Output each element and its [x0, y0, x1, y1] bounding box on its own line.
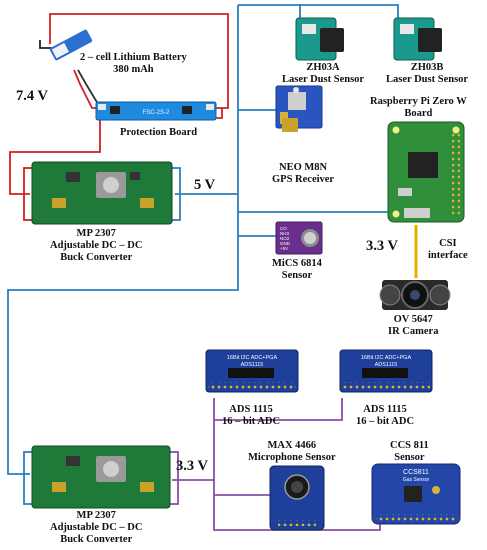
gps-module-icon [275, 85, 323, 132]
zh03b-type: Laser Dust Sensor [386, 74, 469, 85]
zh03a-model: ZH03A [306, 62, 340, 73]
mics-pin-5v: +5V [280, 246, 288, 251]
gps-label: NEO M8N GPS Receiver [272, 162, 334, 186]
red-power-wires [9, 13, 229, 195]
camera-icon [379, 280, 451, 310]
mics-model: MiCS 6814 [272, 258, 322, 269]
buck-top-model: MP 2307 [76, 228, 116, 239]
mics-pin-co: CO [280, 226, 287, 231]
battery-icon [49, 29, 93, 61]
camera-model: OV 5647 [393, 314, 433, 325]
battery-label-line1: 2 – cell Lithium Battery [80, 52, 187, 63]
mics-pin-gnd: GND [280, 241, 291, 246]
battery-lead-black [77, 69, 99, 105]
mics-pin-no2: NO2 [280, 236, 290, 241]
rail-to-zh03b-wire [300, 4, 399, 20]
zh03a-label: ZH03A Laser Dust Sensor [282, 62, 364, 86]
air-quality-sensor-icon: CCS811 Gas Sensor [371, 463, 461, 525]
mics-type: Sensor [281, 270, 313, 281]
adc2-model: ADS 1115 [363, 404, 407, 415]
gas-sensor-icon: CO NH3 NO2 GND +5V [275, 221, 323, 255]
zh03a-type: Laser Dust Sensor [282, 74, 365, 85]
adc1-label: ADS 1115 16 – bit ADC [222, 404, 280, 428]
buck-top-label: MP 2307 Adjustable DC – DC Buck Converte… [50, 228, 142, 264]
protection-board-icon: FSC-2S-2 [95, 101, 217, 121]
blue-5v-wires [7, 4, 399, 475]
zh03b-model: ZH03B [410, 62, 444, 73]
rail-3v3-csi-label: 3.3 V [366, 238, 398, 254]
protection-board-label: Protection Board [120, 127, 198, 138]
rail-5v-label: 5 V [194, 177, 216, 193]
adc2-type: 16 – bit ADC [356, 416, 415, 427]
adc2-wire [214, 398, 343, 421]
battery-label-line2: 380 mAh [113, 64, 154, 75]
adc1-chip-text-line2: ADS1115 [241, 362, 264, 368]
dust-sensor-icon [295, 17, 344, 61]
adc2-chip-text-line1: 16Bit I2C ADC+PGA [361, 355, 412, 361]
adc1-type: 16 – bit ADC [222, 416, 281, 427]
gps-type: GPS Receiver [272, 174, 335, 185]
battery-wire-left [49, 13, 229, 109]
rail-3v3-bottom-label: 3.3 V [176, 458, 208, 474]
gps-model: NEO M8N [278, 162, 328, 173]
adc-board-icon: 16Bit I2C ADC+PGA ADS1115 [205, 349, 299, 393]
rpi-model: Raspberry Pi Zero W [370, 96, 467, 107]
ccs811-model: CCS 811 [390, 440, 429, 451]
adc2-label: ADS 1115 16 – bit ADC [356, 404, 414, 428]
buck-converter-icon [23, 445, 179, 509]
dust-sensor-icon [393, 17, 442, 61]
max4466-type: Microphone Sensor [248, 452, 336, 463]
rail-to-zh03a-wire [238, 4, 301, 20]
max4466-label: MAX 4466 Microphone Sensor [248, 440, 336, 464]
battery-voltage: 7.4 V [16, 88, 48, 104]
protection-right-wire [215, 108, 223, 119]
camera-type: IR Camera [388, 326, 439, 337]
protection-board-marking: FSC-2S-2 [143, 110, 170, 116]
rail-5v-vertical [7, 5, 239, 475]
csi-label: CSI interface [428, 238, 468, 262]
csi-title: CSI [439, 238, 457, 249]
buck-bottom-type: Buck Converter [60, 534, 133, 545]
ccs811-chip-text-line1: CCS811 [403, 469, 429, 476]
rpi-label: Raspberry Pi Zero W Board [370, 96, 467, 120]
adc1-chip-text-line1: 16Bit I2C ADC+PGA [227, 355, 278, 361]
buck-bottom-model: MP 2307 [76, 510, 116, 521]
protection-to-buck-wire [9, 120, 101, 195]
buck-top-type: Buck Converter [60, 252, 133, 263]
raspberry-pi-icon [387, 121, 465, 223]
buck-bottom-label: MP 2307 Adjustable DC – DC Buck Converte… [50, 510, 142, 546]
mics-pin-nh3: NH3 [280, 231, 289, 236]
ccs811-label: CCS 811 Sensor [390, 440, 429, 464]
csi-subtitle: interface [428, 250, 468, 261]
zh03b-label: ZH03B Laser Dust Sensor [386, 62, 468, 86]
buck-bottom-desc: Adjustable DC – DC [50, 522, 143, 533]
rpi-type: Board [404, 108, 433, 119]
microphone-board-icon [269, 465, 325, 531]
buck-converter-icon [23, 161, 181, 225]
buck-top-desc: Adjustable DC – DC [50, 240, 143, 251]
battery-label: 2 – cell Lithium Battery 380 mAh [80, 52, 187, 76]
mics-label: MiCS 6814 Sensor [272, 258, 322, 282]
max4466-model: MAX 4466 [267, 440, 317, 451]
adc1-model: ADS 1115 [229, 404, 273, 415]
battery-wire-black [39, 40, 52, 49]
camera-label: OV 5647 IR Camera [388, 314, 438, 338]
ccs811-type: Sensor [394, 452, 425, 463]
adc2-chip-text-line2: ADS1115 [375, 362, 398, 368]
adc-board-icon: 16Bit I2C ADC+PGA ADS1115 [339, 349, 433, 393]
ccs811-chip-text-line2: Gas Sensor [403, 477, 430, 483]
